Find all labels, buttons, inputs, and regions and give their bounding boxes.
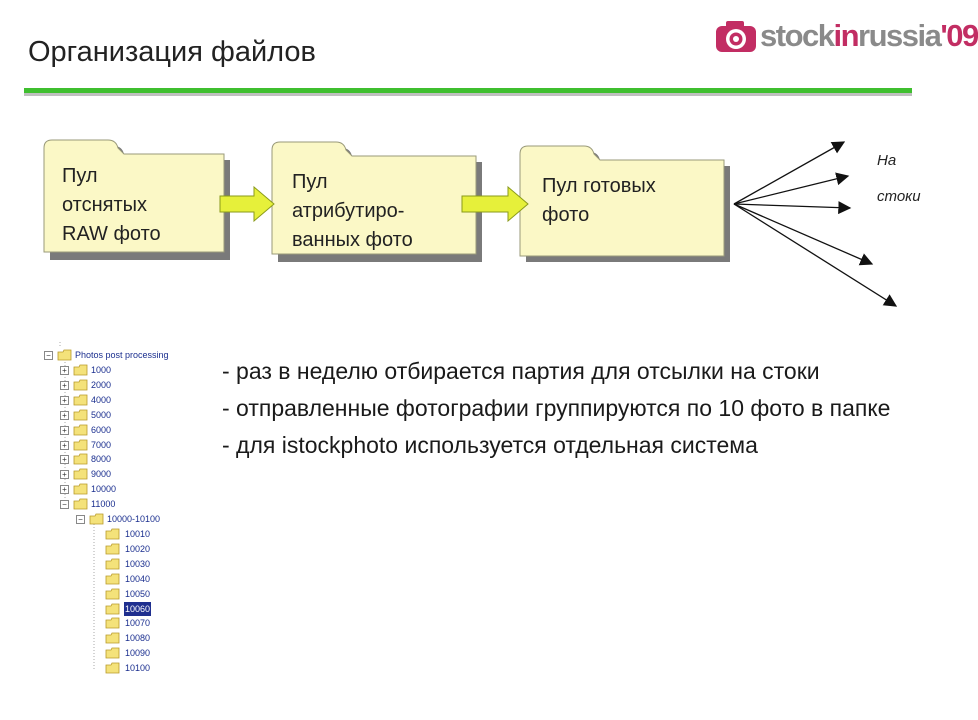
flow-arrow-1-icon xyxy=(219,185,275,223)
logo-wordmark: stockinrussia'09 xyxy=(760,18,978,54)
logo-part-russia: russia xyxy=(858,18,942,53)
folder-attributed-line-3: ванных фото xyxy=(292,229,413,251)
tree-leaf-label: 10080 xyxy=(125,633,151,644)
title-divider xyxy=(24,88,912,93)
tree-root-label: Photos post processing xyxy=(75,350,169,360)
destination-label-line-2: стоки xyxy=(877,188,921,205)
folder-icon xyxy=(105,588,120,599)
expand-icon[interactable]: + xyxy=(60,410,69,420)
folder-attributed-pool: Пул атрибутиро- ванных фото xyxy=(268,136,484,264)
tree-leaf-label: 10050 xyxy=(125,588,151,599)
tree-leaf-label: 10060 xyxy=(124,601,152,616)
distribution-arrows-icon xyxy=(733,141,898,307)
folder-icon xyxy=(105,647,120,659)
title-divider-shadow xyxy=(24,93,912,96)
tree-item-label: 2000 xyxy=(91,379,112,390)
logo-part-stock: stock xyxy=(760,18,835,53)
folder-icon xyxy=(73,498,88,510)
tree-item-label: 5000 xyxy=(91,409,112,420)
folder-ready-pool: Пул готовых фото xyxy=(516,140,732,264)
tree-leaf-label: 10030 xyxy=(125,558,151,569)
tree-leaf-label: 10040 xyxy=(125,573,151,584)
tree-leaf-label: 10100 xyxy=(125,663,151,674)
expand-icon[interactable]: + xyxy=(60,380,69,390)
expand-icon[interactable]: + xyxy=(60,470,69,480)
folder-tree: − Photos post processing +1000 +2000 +4000… xyxy=(40,338,230,678)
folder-raw-pool: Пул отснятых RAW фото xyxy=(40,134,236,262)
folder-icon xyxy=(73,439,88,450)
tree-leaf-label: 10010 xyxy=(125,529,151,539)
folder-icon xyxy=(105,632,120,644)
folder-shape-icon xyxy=(43,139,230,260)
folder-raw-line-2: отснятых xyxy=(62,194,148,216)
folder-icon xyxy=(57,349,72,361)
folder-icon xyxy=(73,364,88,376)
collapse-icon[interactable]: − xyxy=(76,515,85,524)
folder-icon xyxy=(105,543,120,555)
expand-icon[interactable]: + xyxy=(60,455,69,465)
expand-icon[interactable]: + xyxy=(60,440,69,450)
bullet-list: - раз в неделю отбирается партия для отс… xyxy=(222,356,942,467)
collapse-icon[interactable]: − xyxy=(60,500,69,510)
expand-icon[interactable]: + xyxy=(60,425,69,435)
tree-leaf-label: 10090 xyxy=(125,648,151,659)
bullet-item: - раз в неделю отбирается партия для отс… xyxy=(222,358,820,384)
folder-icon xyxy=(73,394,88,406)
folder-icon xyxy=(73,424,88,435)
tree-leaf-label: 10020 xyxy=(125,543,151,554)
destination-label-line-1: На xyxy=(877,152,897,169)
bullet-item: - для istockphoto используется отдельная… xyxy=(222,432,758,458)
tree-item-label: 6000 xyxy=(91,424,112,435)
folder-icon xyxy=(105,662,120,674)
folder-raw-line-1: Пул xyxy=(62,165,98,187)
bullet-item: - отправленные фотографии группируются п… xyxy=(222,395,891,421)
folder-icon xyxy=(105,528,120,540)
folder-icon xyxy=(105,617,120,629)
folder-attributed-line-2: атрибутиро- xyxy=(292,200,405,222)
folder-shape-icon xyxy=(519,145,730,262)
folder-icon xyxy=(73,379,88,391)
folder-icon xyxy=(73,483,88,495)
expand-icon[interactable]: + xyxy=(60,485,69,495)
tree-leaf-label: 10070 xyxy=(125,618,151,629)
expand-icon[interactable]: + xyxy=(60,366,69,375)
folder-ready-line-2: фото xyxy=(542,204,590,226)
folder-icon xyxy=(73,468,88,480)
folder-icon xyxy=(73,453,88,465)
tree-item-label: 7000 xyxy=(91,439,112,450)
tree-item-label: 8000 xyxy=(91,454,112,465)
folder-attributed-line-1: Пул xyxy=(292,171,328,193)
slide-title: Организация файлов xyxy=(28,36,316,68)
expand-icon[interactable]: + xyxy=(60,395,69,405)
folder-icon xyxy=(105,603,120,614)
tree-item-label: 9000 xyxy=(91,469,112,480)
folder-icon xyxy=(105,573,120,585)
collapse-icon[interactable]: − xyxy=(44,351,53,360)
camera-icon xyxy=(716,21,756,52)
tree-item-label: 10000 xyxy=(91,484,117,495)
folder-shape-icon xyxy=(271,141,482,262)
logo-part-in: in xyxy=(833,18,859,53)
folder-ready-line-1: Пул готовых xyxy=(542,175,656,197)
folder-icon xyxy=(89,513,104,525)
flow-arrow-2-icon xyxy=(461,185,529,223)
tree-item-label: 1000 xyxy=(91,365,112,375)
folder-icon xyxy=(105,558,120,570)
stockinrussia-logo: stockinrussia'09 xyxy=(714,16,978,56)
tree-item-label: 11000 xyxy=(91,499,116,510)
logo-year: '09 xyxy=(940,18,978,53)
folder-raw-line-3: RAW фото xyxy=(62,223,161,245)
folder-icon xyxy=(73,409,88,421)
tree-item-label: 4000 xyxy=(91,394,112,405)
tree-subfolder-label: 10000-10100 xyxy=(107,514,161,524)
